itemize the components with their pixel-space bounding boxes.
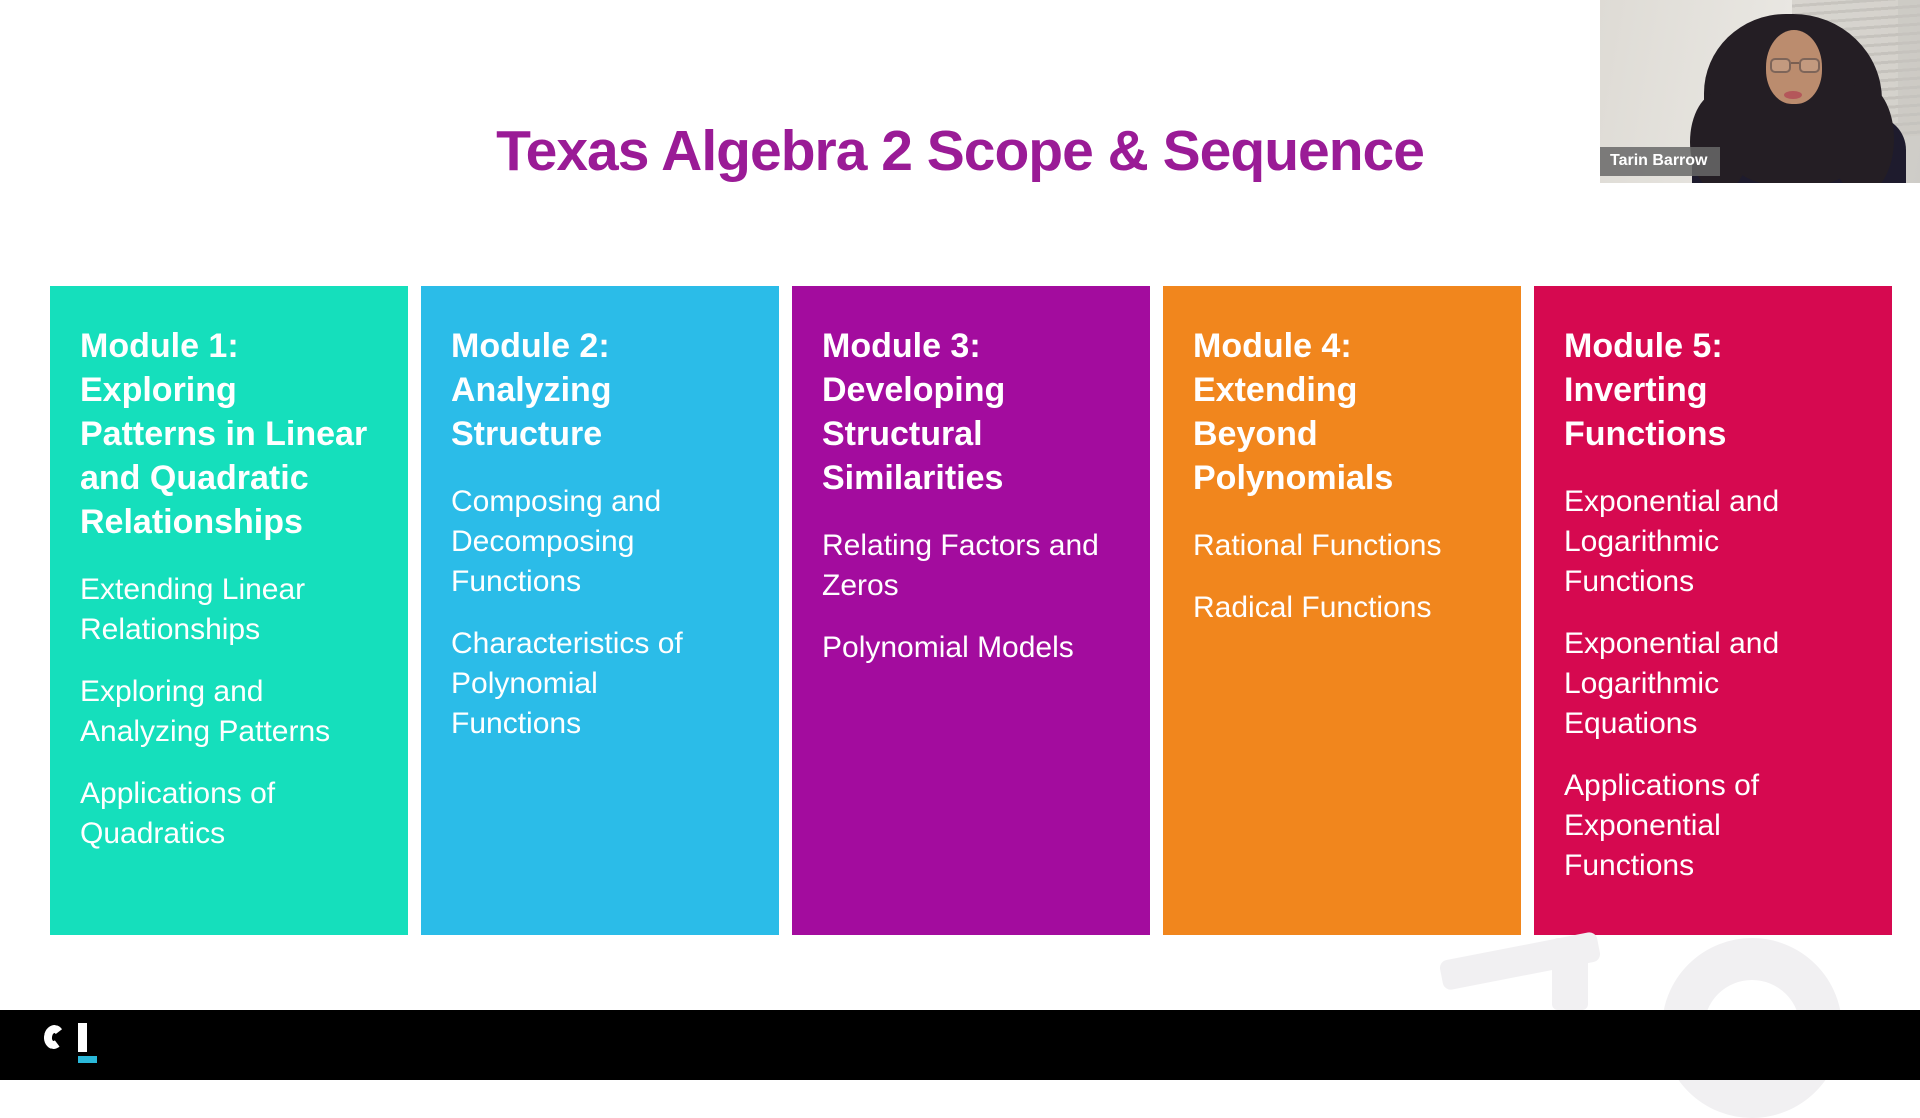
module-5-label: Module 5: (1564, 327, 1723, 365)
module-4-title: Extending Beyond Polynomials (1193, 371, 1394, 497)
module-3-label: Module 3: (822, 327, 981, 365)
footer-bar (0, 1010, 1920, 1080)
module-2-title: Analyzing Structure (451, 371, 612, 453)
module-2-topic: Composing and Decomposing Functions (451, 485, 662, 598)
module-3-topic: Relating Factors and Zeros (822, 529, 1099, 602)
module-1-heading: Module 1: Exploring Patterns in Linear a… (80, 324, 378, 544)
module-1-topic: Applications of Quadratics (80, 777, 276, 850)
module-5-topic: Exponential and Logarithmic Functions (1564, 485, 1780, 598)
module-4-topic: Rational Functions (1193, 529, 1442, 562)
logo-letter-l (78, 1023, 87, 1052)
speaker-glasses (1770, 58, 1820, 74)
module-3-topic: Polynomial Models (822, 631, 1074, 664)
module-2-heading: Module 2: Analyzing Structure (451, 324, 749, 456)
module-5-topic: Applications of Exponential Functions (1564, 769, 1760, 882)
module-1-card: Module 1: Exploring Patterns in Linear a… (50, 286, 408, 935)
module-3-title: Developing Structural Similarities (822, 371, 1006, 497)
module-5-topic: Exponential and Logarithmic Equations (1564, 627, 1780, 740)
speaker-lips (1784, 91, 1802, 99)
logo-letter-c (42, 1023, 66, 1051)
module-1-topic: Extending Linear Relationships (80, 573, 306, 646)
module-1-label: Module 1: (80, 327, 239, 365)
module-5-title: Inverting Functions (1564, 371, 1727, 453)
module-5-card: Module 5: Inverting Functions Exponentia… (1534, 286, 1892, 935)
module-4-topic: Radical Functions (1193, 591, 1432, 624)
module-5-heading: Module 5: Inverting Functions (1564, 324, 1862, 456)
module-4-card: Module 4: Extending Beyond Polynomials R… (1163, 286, 1521, 935)
participant-name-label: Tarin Barrow (1600, 147, 1720, 176)
logo-accent-underline (78, 1056, 97, 1063)
module-2-card: Module 2: Analyzing Structure Composing … (421, 286, 779, 935)
module-4-label: Module 4: (1193, 327, 1352, 365)
module-2-topic: Characteristics of Polynomial Functions (451, 627, 683, 740)
webcam-video-tile[interactable]: Tarin Barrow (1600, 0, 1920, 183)
module-cards-row: Module 1: Exploring Patterns in Linear a… (50, 286, 1892, 935)
module-2-label: Module 2: (451, 327, 610, 365)
page-title: Texas Algebra 2 Scope & Sequence (496, 119, 1425, 183)
module-4-heading: Module 4: Extending Beyond Polynomials (1193, 324, 1491, 500)
carnegie-learning-logo (42, 1023, 104, 1067)
module-3-heading: Module 3: Developing Structural Similari… (822, 324, 1120, 500)
module-1-title: Exploring Patterns in Linear and Quadrat… (80, 371, 368, 541)
module-3-card: Module 3: Developing Structural Similari… (792, 286, 1150, 935)
watermark-shape (1552, 938, 1588, 1010)
module-1-topic: Exploring and Analyzing Patterns (80, 675, 331, 748)
